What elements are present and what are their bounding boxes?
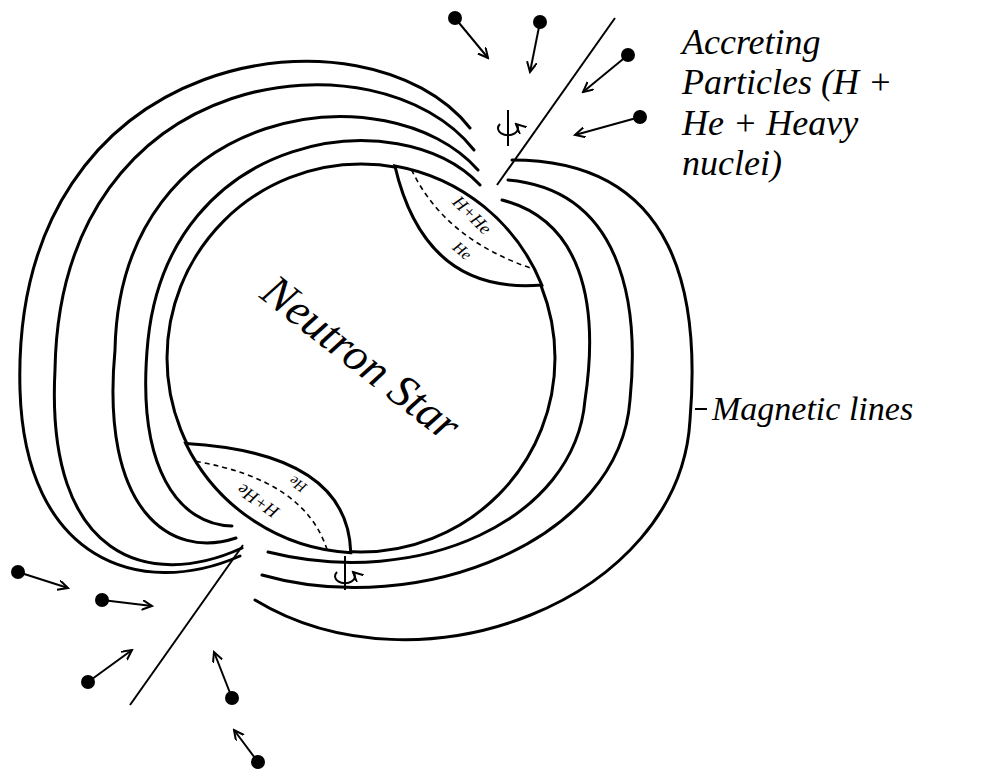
field-label: Magnetic lines — [712, 390, 992, 428]
particle-arrow — [102, 600, 152, 606]
polar-cap: H+HeHe — [180, 435, 360, 560]
rotation-axis — [507, 110, 509, 146]
accreting-particles — [12, 12, 646, 768]
leader-line — [695, 408, 707, 410]
particle-arrow — [530, 22, 540, 72]
particle-arrow — [234, 730, 258, 762]
layer-boundary — [196, 461, 328, 550]
rotation-symbol — [498, 110, 518, 146]
rotation-arrow — [335, 572, 355, 583]
cap-outline — [395, 166, 542, 286]
rotation-arrow — [498, 124, 518, 135]
layer-boundary — [411, 170, 534, 270]
particle-arrow — [88, 650, 132, 682]
particle-arrow — [18, 572, 68, 588]
cap-outline — [186, 443, 351, 552]
star-outline — [167, 164, 555, 552]
magnetic-field-lines — [20, 61, 692, 639]
particle-arrow — [455, 18, 488, 58]
particle-arrow — [214, 652, 232, 698]
particle-arrow — [583, 55, 628, 92]
magnetic-axis — [130, 545, 243, 705]
polar-cap: H+HeHe — [390, 160, 565, 300]
neutron-star: Neutron StarH+HeHeH+HeHe — [166, 163, 556, 553]
particles-label: Accreting Particles (H + He + Heavy nucl… — [682, 22, 897, 183]
rotation-symbol — [335, 556, 355, 590]
magnetic-axis — [497, 18, 615, 185]
particle-arrow — [575, 117, 640, 135]
rotation-axis — [344, 556, 346, 590]
